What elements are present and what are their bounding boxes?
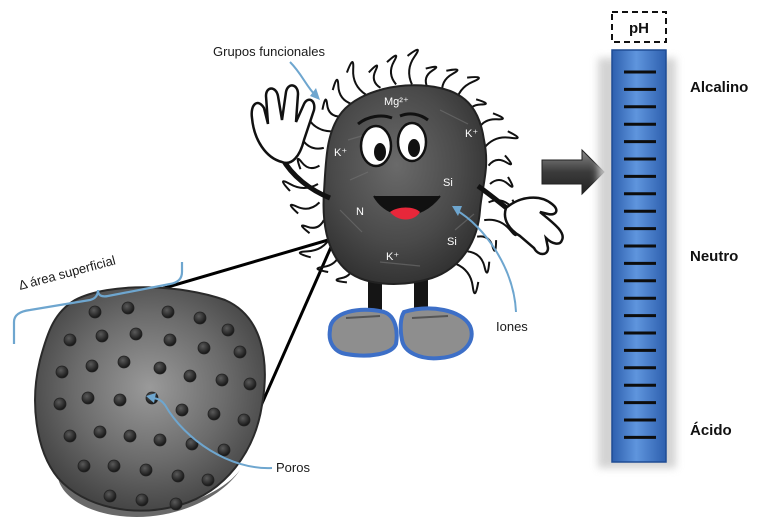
pore <box>216 374 228 386</box>
right-shoe <box>401 308 472 358</box>
porous-disc <box>35 287 265 517</box>
pore <box>108 460 120 472</box>
pore <box>202 474 214 486</box>
functional-group-hair <box>408 50 418 85</box>
pore <box>86 360 98 372</box>
pore <box>218 444 230 456</box>
pore <box>114 394 126 406</box>
pore <box>118 356 130 368</box>
biochar-character: Mg²⁺ K⁺ K⁺ Si Si N K⁺ <box>252 50 563 359</box>
pore <box>130 328 142 340</box>
pore <box>170 498 182 510</box>
ion-k-right: K⁺ <box>465 128 478 140</box>
functional-group-hair <box>333 80 352 104</box>
pores-label: Poros <box>276 460 310 475</box>
functional-group-hair <box>302 220 324 233</box>
pore <box>56 366 68 378</box>
ph-label-neutral: Neutro <box>690 248 738 265</box>
ion-k-bottom: K⁺ <box>386 251 399 263</box>
pore <box>104 490 116 502</box>
functional-group-hair <box>456 264 478 293</box>
functional-group-hair <box>484 131 517 148</box>
ph-label-acidic: Ácido <box>690 422 732 439</box>
ph-scale: pH Alcalino Neutro Ácido <box>598 12 748 468</box>
functional-group-hair <box>490 177 513 187</box>
ions-label: Iones <box>496 319 528 334</box>
pore <box>96 330 108 342</box>
ph-title: pH <box>629 20 649 37</box>
waving-hand <box>252 85 315 162</box>
pore <box>82 392 94 404</box>
left-shoe <box>330 310 397 356</box>
ph-title-box: pH <box>612 12 666 42</box>
pore <box>122 302 134 314</box>
functional-group-hair <box>426 67 437 88</box>
ion-n: N <box>356 206 364 218</box>
pore <box>238 414 250 426</box>
functional-group-hair <box>387 56 396 85</box>
pore <box>198 342 210 354</box>
ion-k-left: K⁺ <box>334 147 347 159</box>
functional-group-hair <box>468 251 490 272</box>
pore <box>64 430 76 442</box>
functional-group-hair <box>322 100 340 117</box>
pore <box>124 430 136 442</box>
pore <box>154 434 166 446</box>
pore <box>208 408 220 420</box>
pore <box>184 370 196 382</box>
functional-group-hair <box>489 155 512 165</box>
pore <box>154 362 166 374</box>
pore <box>136 494 148 506</box>
pore <box>89 306 101 318</box>
pore <box>234 346 246 358</box>
pore <box>164 334 176 346</box>
pore <box>94 426 106 438</box>
pore <box>176 404 188 416</box>
functional-group-hair <box>347 62 366 94</box>
right-hand <box>505 198 563 254</box>
ion-mg: Mg²⁺ <box>384 96 409 108</box>
pore <box>78 460 90 472</box>
pore <box>162 306 174 318</box>
pore <box>172 470 184 482</box>
functional-group-hair <box>369 66 381 88</box>
ph-label-alkaline: Alcalino <box>690 79 748 96</box>
functional-groups-label: Grupos funcionales <box>213 44 326 59</box>
pore <box>64 334 76 346</box>
pore <box>222 324 234 336</box>
functional-group-hair <box>298 159 320 169</box>
arrow-to-ph <box>542 150 604 194</box>
ion-si-1: Si <box>443 177 453 189</box>
ion-si-2: Si <box>447 236 457 248</box>
functional-group-hair <box>291 202 320 213</box>
pore <box>54 398 66 410</box>
pore <box>194 312 206 324</box>
surface-area-label: Δ área superficial <box>17 253 117 293</box>
pore <box>140 464 152 476</box>
pore <box>244 378 256 390</box>
